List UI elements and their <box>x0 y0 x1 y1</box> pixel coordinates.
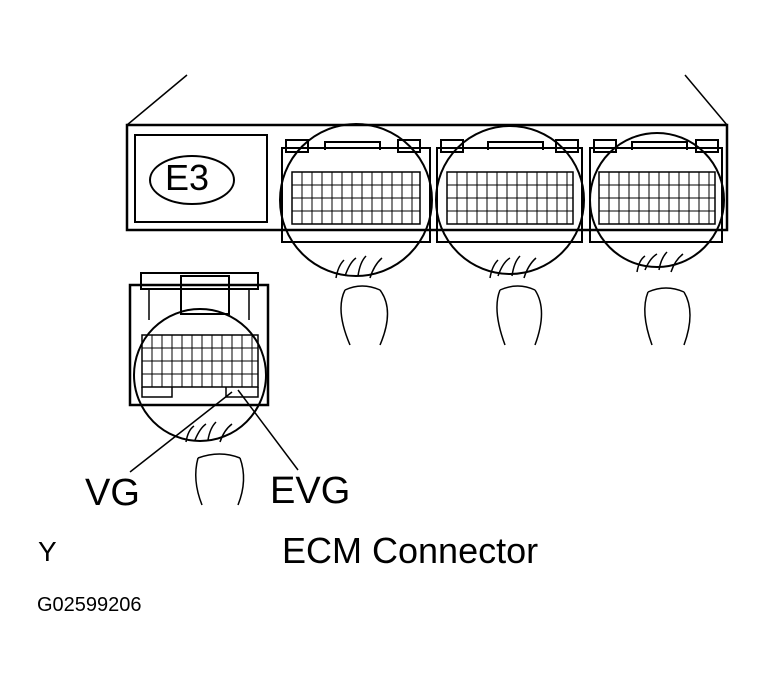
harness-connector <box>128 272 270 506</box>
vg-leader <box>129 391 233 473</box>
ecm-connector-2 <box>435 125 585 346</box>
pin-evg-label: EVG <box>270 470 351 512</box>
e3-ellipse <box>149 155 235 205</box>
caption: ECM Connector <box>282 530 539 571</box>
ecm-connector-1 <box>279 123 433 346</box>
pin-vg-label: VG <box>85 472 140 514</box>
view-marker-label: Y <box>38 536 57 567</box>
evg-leader <box>237 389 299 471</box>
figure-id: G02599206 <box>37 594 142 616</box>
ecm-connector-3 <box>589 132 725 346</box>
ecm-housing <box>125 74 729 232</box>
connector-code-label: E3 <box>165 157 210 198</box>
pin-leader-lines <box>129 389 299 473</box>
